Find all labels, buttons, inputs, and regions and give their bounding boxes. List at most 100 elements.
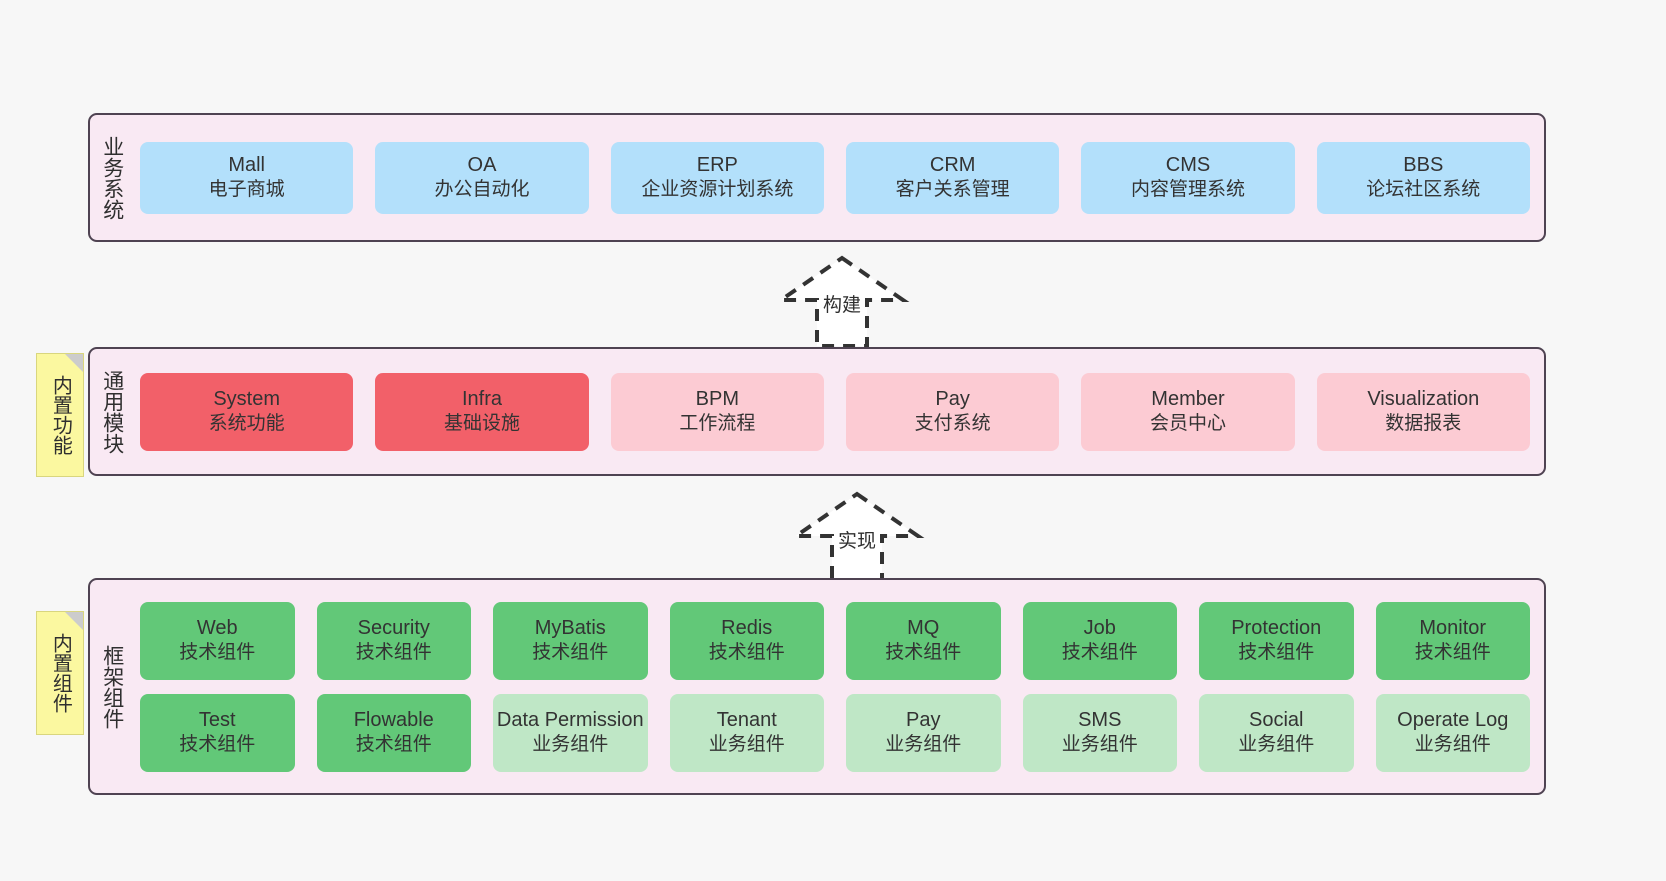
card-subtitle: 业务组件: [885, 734, 962, 756]
card-redis[interactable]: Redis 技术组件: [669, 601, 824, 680]
layer-business-systems: 业务系统 Mall 电子商城 OA 办公自动化 ERP 企业资源计划系统 CRM…: [88, 113, 1546, 242]
card-test[interactable]: Test 技术组件: [140, 693, 295, 772]
card-title: Web: [196, 617, 238, 640]
card-title: Social: [1249, 709, 1304, 732]
card-row: Web 技术组件 Security 技术组件 MyBatis 技术组件 Redi…: [140, 601, 1530, 680]
card-row: System 系统功能 Infra 基础设施 BPM 工作流程 Pay 支付系统…: [140, 372, 1530, 451]
layer-framework-components: 框架组件 Web 技术组件 Security 技术组件 MyBatis 技术组件…: [88, 578, 1546, 795]
card-subtitle: 业务组件: [532, 734, 609, 756]
card-subtitle: 技术组件: [355, 734, 432, 756]
card-job[interactable]: Job 技术组件: [1022, 601, 1177, 680]
card-operate-log[interactable]: Operate Log 业务组件: [1375, 693, 1530, 772]
card-title: MQ: [907, 617, 940, 640]
card-oa[interactable]: OA 办公自动化: [375, 141, 589, 214]
card-social[interactable]: Social 业务组件: [1199, 693, 1354, 772]
card-pay-business[interactable]: Pay 业务组件: [846, 693, 1001, 772]
card-pay[interactable]: Pay 支付系统: [845, 372, 1060, 451]
card-title: Security: [357, 617, 430, 640]
card-subtitle: 支付系统: [914, 413, 991, 435]
card-subtitle: 业务组件: [708, 734, 785, 756]
card-system[interactable]: System 系统功能: [140, 372, 354, 451]
card-cms[interactable]: CMS 内容管理系统: [1081, 141, 1295, 214]
card-subtitle: 数据报表: [1385, 413, 1462, 435]
card-title: Infra: [461, 388, 502, 411]
build-arrow-icon: [774, 255, 910, 348]
card-subtitle: 会员中心: [1149, 413, 1226, 435]
card-title: SMS: [1078, 709, 1122, 732]
card-title: Job: [1083, 617, 1116, 640]
card-member[interactable]: Member 会员中心: [1081, 372, 1295, 451]
layer-body-business-systems: Mall 电子商城 OA 办公自动化 ERP 企业资源计划系统 CRM 客户关系…: [134, 115, 1544, 240]
card-title: CRM: [929, 154, 976, 177]
card-subtitle: 系统功能: [208, 413, 285, 435]
card-subtitle: 技术组件: [1238, 642, 1315, 664]
card-subtitle: 基础设施: [443, 413, 520, 435]
card-crm[interactable]: CRM 客户关系管理: [845, 141, 1060, 214]
card-title: Pay: [935, 388, 970, 411]
layer-title-common-modules: 通用模块: [100, 369, 124, 454]
connector-build: 构建: [757, 252, 927, 352]
card-title: BPM: [695, 388, 739, 411]
card-subtitle: 技术组件: [179, 642, 256, 664]
card-title: Member: [1151, 388, 1225, 411]
card-subtitle: 技术组件: [179, 734, 256, 756]
card-sms[interactable]: SMS 业务组件: [1022, 693, 1177, 772]
card-tenant[interactable]: Tenant 业务组件: [669, 693, 824, 772]
card-bpm[interactable]: BPM 工作流程: [610, 372, 824, 451]
layer-title-framework-components: 框架组件: [100, 644, 124, 729]
layer-body-common-modules: System 系统功能 Infra 基础设施 BPM 工作流程 Pay 支付系统…: [134, 349, 1544, 474]
card-subtitle: 技术组件: [1061, 642, 1138, 664]
card-infra[interactable]: Infra 基础设施: [375, 372, 589, 451]
card-bbs[interactable]: BBS 论坛社区系统: [1316, 141, 1530, 214]
card-mybatis[interactable]: MyBatis 技术组件: [493, 601, 648, 680]
card-title: OA: [467, 154, 497, 177]
card-title: Monitor: [1419, 617, 1487, 640]
card-monitor[interactable]: Monitor 技术组件: [1375, 601, 1530, 680]
card-title: Data Permission: [496, 709, 644, 732]
card-subtitle: 技术组件: [708, 642, 785, 664]
note-builtin-component: 内置组件: [36, 611, 84, 735]
card-mall[interactable]: Mall 电子商城: [140, 141, 354, 214]
card-subtitle: 内容管理系统: [1130, 179, 1245, 201]
card-row: Mall 电子商城 OA 办公自动化 ERP 企业资源计划系统 CRM 客户关系…: [140, 141, 1530, 214]
layer-title-business-systems: 业务系统: [100, 135, 124, 220]
card-subtitle: 技术组件: [532, 642, 609, 664]
card-title: Flowable: [353, 709, 434, 732]
card-web[interactable]: Web 技术组件: [140, 601, 295, 680]
card-row: Test 技术组件 Flowable 技术组件 Data Permission …: [140, 693, 1530, 772]
card-subtitle: 电子商城: [208, 179, 285, 201]
card-title: CMS: [1165, 154, 1211, 177]
note-builtin-function: 内置功能: [36, 353, 84, 477]
card-subtitle: 业务组件: [1238, 734, 1315, 756]
card-subtitle: 技术组件: [355, 642, 432, 664]
layer-body-framework-components: Web 技术组件 Security 技术组件 MyBatis 技术组件 Redi…: [134, 580, 1544, 793]
card-visualization[interactable]: Visualization 数据报表: [1316, 372, 1530, 451]
card-title: Operate Log: [1397, 709, 1509, 732]
card-title: Visualization: [1367, 388, 1480, 411]
card-title: System: [213, 388, 280, 411]
card-title: Tenant: [716, 709, 777, 732]
card-erp[interactable]: ERP 企业资源计划系统: [610, 141, 824, 214]
layer-common-modules: 通用模块 System 系统功能 Infra 基础设施 BPM 工作流程 Pay…: [88, 347, 1546, 476]
card-title: BBS: [1403, 154, 1444, 177]
card-subtitle: 企业资源计划系统: [641, 179, 794, 201]
card-subtitle: 业务组件: [1061, 734, 1138, 756]
card-title: ERP: [696, 154, 738, 177]
card-subtitle: 论坛社区系统: [1366, 179, 1481, 201]
implement-arrow-icon: [789, 491, 925, 584]
card-mq[interactable]: MQ 技术组件: [846, 601, 1001, 680]
card-flowable[interactable]: Flowable 技术组件: [316, 693, 471, 772]
card-security[interactable]: Security 技术组件: [316, 601, 471, 680]
card-subtitle: 办公自动化: [434, 179, 530, 201]
card-subtitle: 技术组件: [885, 642, 962, 664]
card-protection[interactable]: Protection 技术组件: [1199, 601, 1354, 680]
card-subtitle: 技术组件: [1414, 642, 1491, 664]
card-data-permission[interactable]: Data Permission 业务组件: [493, 693, 648, 772]
card-title: Test: [198, 709, 236, 732]
card-title: Redis: [721, 617, 773, 640]
connector-implement: 实现: [772, 488, 942, 588]
card-subtitle: 客户关系管理: [895, 179, 1010, 201]
card-title: Pay: [906, 709, 941, 732]
card-subtitle: 工作流程: [679, 413, 756, 435]
